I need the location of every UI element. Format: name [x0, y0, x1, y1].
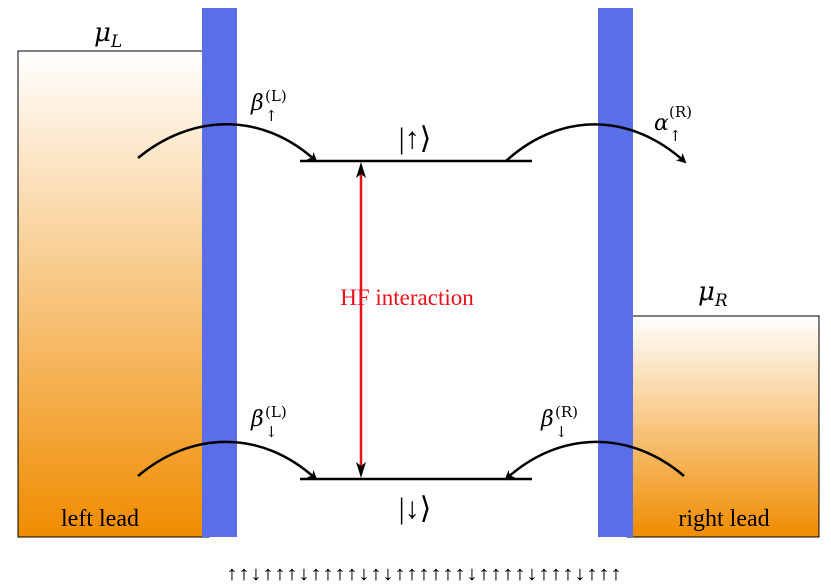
hf-interaction-label: HF interaction — [340, 285, 474, 310]
arrow-left-to-down — [137, 440, 318, 481]
left-lead — [17, 50, 210, 538]
right-barrier — [598, 8, 633, 537]
beta-down-right-label: β (R) ↓ — [540, 398, 585, 441]
arrow-right-to-down — [504, 440, 685, 481]
right-lead-label: right lead — [678, 506, 769, 532]
beta-up-left-label: β (L) ↑ — [250, 82, 294, 125]
hf-arrow-head-top — [356, 162, 366, 178]
mu-right-label: μR — [698, 277, 728, 311]
arrow-left-to-up — [137, 123, 318, 163]
nuclear-spin-bath: ↑↑↓↑↑↑↓↑↑↑↑↓↑↓↑↑↑↑↑↑↓↑↑↑↑↓↑↑↑↓↑↑↑ — [226, 563, 622, 585]
mu-left-label: μL — [94, 18, 122, 52]
left-lead-label: left lead — [61, 506, 139, 532]
arrow-up-to-right — [505, 123, 687, 164]
spin-up-state-label: |↑⟩ — [399, 122, 432, 155]
spin-down-state-label: |↓⟩ — [399, 492, 432, 525]
hf-arrow-head-bottom — [356, 462, 366, 478]
alpha-up-right-label: α (R) ↑ — [654, 98, 699, 145]
left-barrier — [202, 8, 237, 537]
right-lead — [626, 315, 820, 538]
beta-down-left-label: β (L) ↓ — [250, 398, 294, 441]
